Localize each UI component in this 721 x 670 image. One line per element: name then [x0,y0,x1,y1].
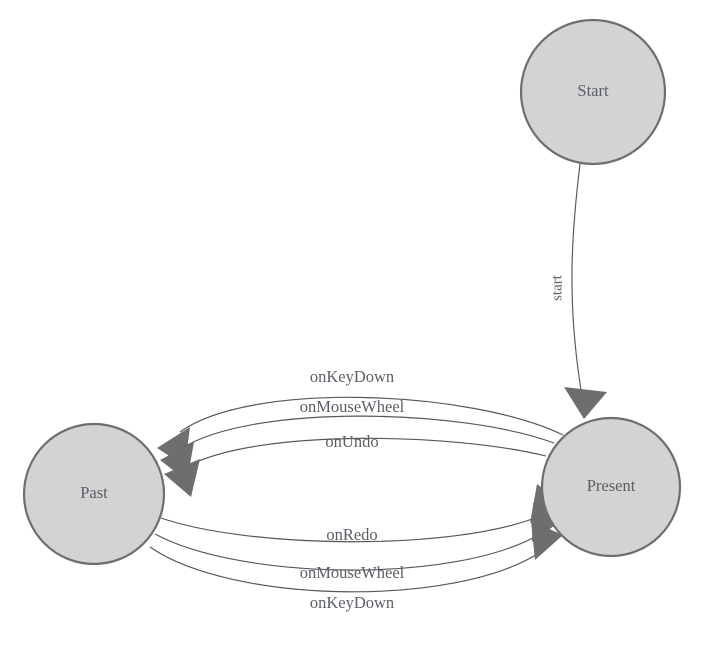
node-past-label: Past [80,483,108,502]
edge-start-label: start [549,274,565,301]
edge-past-present-onkeydown-arrowhead [531,521,563,560]
edge-past-present-onredo[interactable]: onRedo [160,484,564,544]
node-start[interactable]: Start [519,18,667,166]
edge-present-past-onkeydown-label: onKeyDown [310,367,394,386]
node-start-circle [519,18,667,166]
edge-past-present-onredo-path [160,515,541,543]
edge-present-past-onundo-label: onUndo [325,432,378,451]
edge-past-present-onmousewheel-path [154,533,541,571]
edge-past-present-onredo-label: onRedo [326,525,377,544]
edge-past-present-onmousewheel-label: onMouseWheel [300,563,405,582]
edge-start[interactable]: start [549,163,607,419]
edge-present-past-onkeydown-path [179,396,564,436]
edge-present-past-onundo-arrowhead [164,459,200,497]
edge-present-past-onmousewheel-path [183,415,555,448]
node-start-label: Start [577,81,609,100]
edge-past-present-onkeydown[interactable]: onKeyDown [149,521,563,612]
edge-present-past-onundo[interactable]: onUndo [164,432,547,497]
edge-present-past-onundo-path [189,437,547,466]
node-present-circle [540,416,682,558]
edge-start-arrowhead [564,387,607,419]
edge-present-past-onmousewheel-label: onMouseWheel [300,397,405,416]
node-past[interactable]: Past [22,422,166,566]
edge-past-present-onkeydown-path [149,546,543,593]
edge-start-path [571,163,583,397]
node-present[interactable]: Present [540,416,682,558]
node-present-label: Present [587,476,636,495]
edge-past-present-onkeydown-label: onKeyDown [310,593,394,612]
node-past-circle [22,422,166,566]
